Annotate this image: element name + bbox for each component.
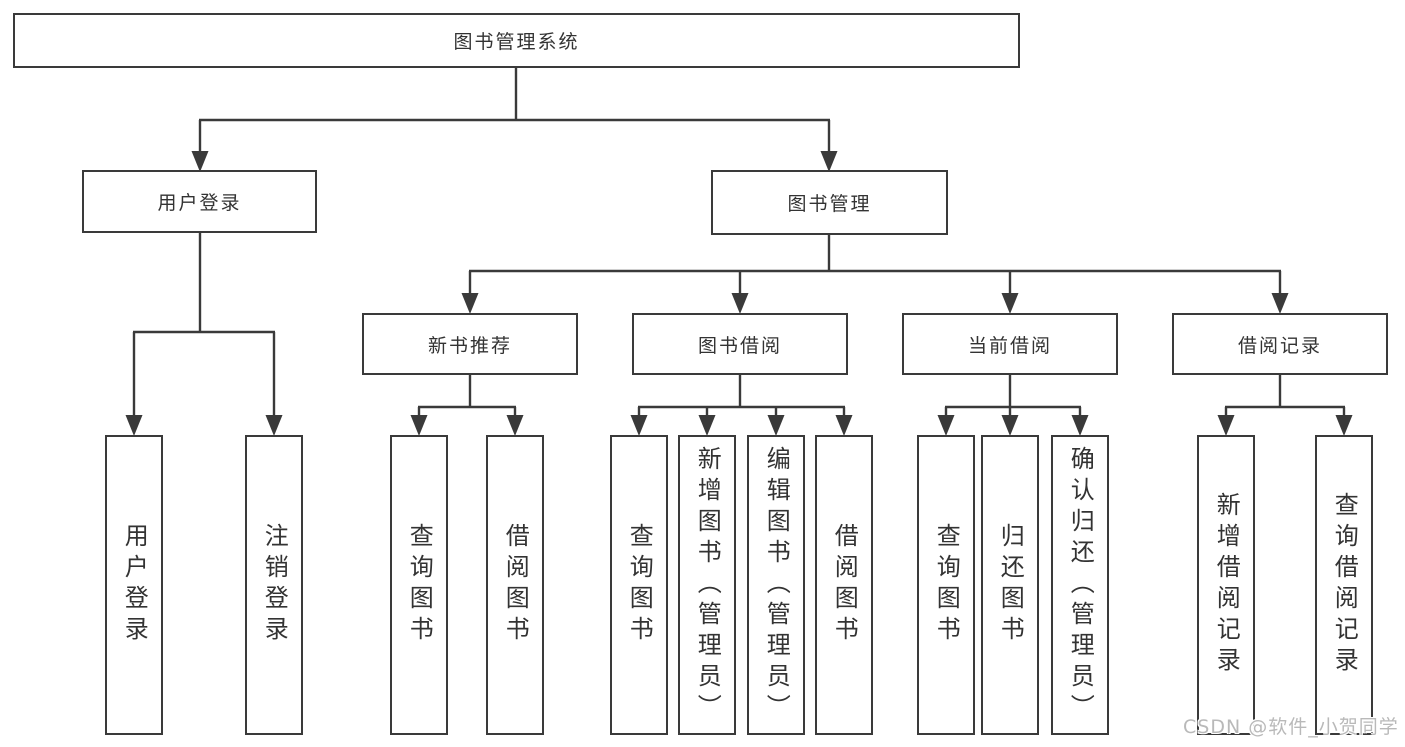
connector-book-management-to-level3 — [461, 235, 1289, 314]
node-borrow-records: 借阅记录 — [1172, 313, 1388, 375]
node-label: 查询图书 — [625, 523, 654, 647]
node-label: 编辑图书（管理员） — [762, 445, 791, 725]
node-label: 借阅记录 — [1237, 334, 1322, 357]
node-label: 新书推荐 — [427, 334, 512, 357]
node-label: 查询借阅记录 — [1330, 492, 1359, 678]
node-leaf-query-books-current: 查询图书 — [917, 435, 975, 735]
node-label: 查询图书 — [932, 523, 961, 647]
node-new-book-recommend: 新书推荐 — [362, 313, 578, 375]
connector-new-book-recommend-to-leaves — [410, 375, 524, 436]
node-label: 用户登录 — [120, 523, 149, 647]
node-label: 借阅图书 — [501, 523, 530, 647]
node-leaf-borrow-books-recommend: 借阅图书 — [486, 435, 544, 735]
connector-book-borrowing-to-leaves — [630, 375, 853, 436]
node-leaf-query-books-recommend: 查询图书 — [390, 435, 448, 735]
node-leaf-return-books: 归还图书 — [981, 435, 1039, 735]
node-label: 归还图书 — [996, 523, 1025, 647]
node-label: 图书管理 — [787, 193, 872, 215]
node-leaf-query-books-borrowing: 查询图书 — [610, 435, 668, 735]
node-book-borrowing: 图书借阅 — [632, 313, 848, 375]
node-current-borrowing: 当前借阅 — [902, 313, 1118, 375]
node-label: 新增借阅记录 — [1212, 492, 1241, 678]
node-label: 查询图书 — [405, 523, 434, 647]
connector-borrow-records-to-leaves — [1217, 375, 1353, 436]
node-label: 当前借阅 — [967, 334, 1052, 357]
csdn-watermark: CSDN @软件_小贺同学 — [1183, 716, 1399, 738]
node-label: 图书管理系统 — [453, 31, 580, 53]
connector-root-to-level2 — [191, 68, 838, 172]
node-label: 用户登录 — [157, 192, 242, 214]
node-leaf-add-book-admin: 新增图书（管理员） — [678, 435, 736, 735]
node-label: 注销登录 — [260, 523, 289, 647]
node-leaf-user-login: 用户登录 — [105, 435, 163, 735]
node-user-login: 用户登录 — [82, 170, 317, 233]
connector-user-login-to-leaves — [125, 233, 283, 436]
node-leaf-logout: 注销登录 — [245, 435, 303, 735]
node-label: 图书借阅 — [697, 334, 782, 357]
node-book-management: 图书管理 — [711, 170, 948, 235]
node-label: 确认归还（管理员） — [1066, 445, 1095, 725]
connector-current-borrowing-to-leaves — [937, 375, 1089, 436]
node-label: 新增图书（管理员） — [693, 445, 722, 725]
node-library-management-system: 图书管理系统 — [13, 13, 1020, 68]
node-leaf-confirm-return-admin: 确认归还（管理员） — [1051, 435, 1109, 735]
node-leaf-query-borrow-record: 查询借阅记录 — [1315, 435, 1373, 735]
node-leaf-add-borrow-record: 新增借阅记录 — [1197, 435, 1255, 735]
node-label: 借阅图书 — [830, 523, 859, 647]
node-leaf-edit-book-admin: 编辑图书（管理员） — [747, 435, 805, 735]
node-leaf-borrow-books: 借阅图书 — [815, 435, 873, 735]
